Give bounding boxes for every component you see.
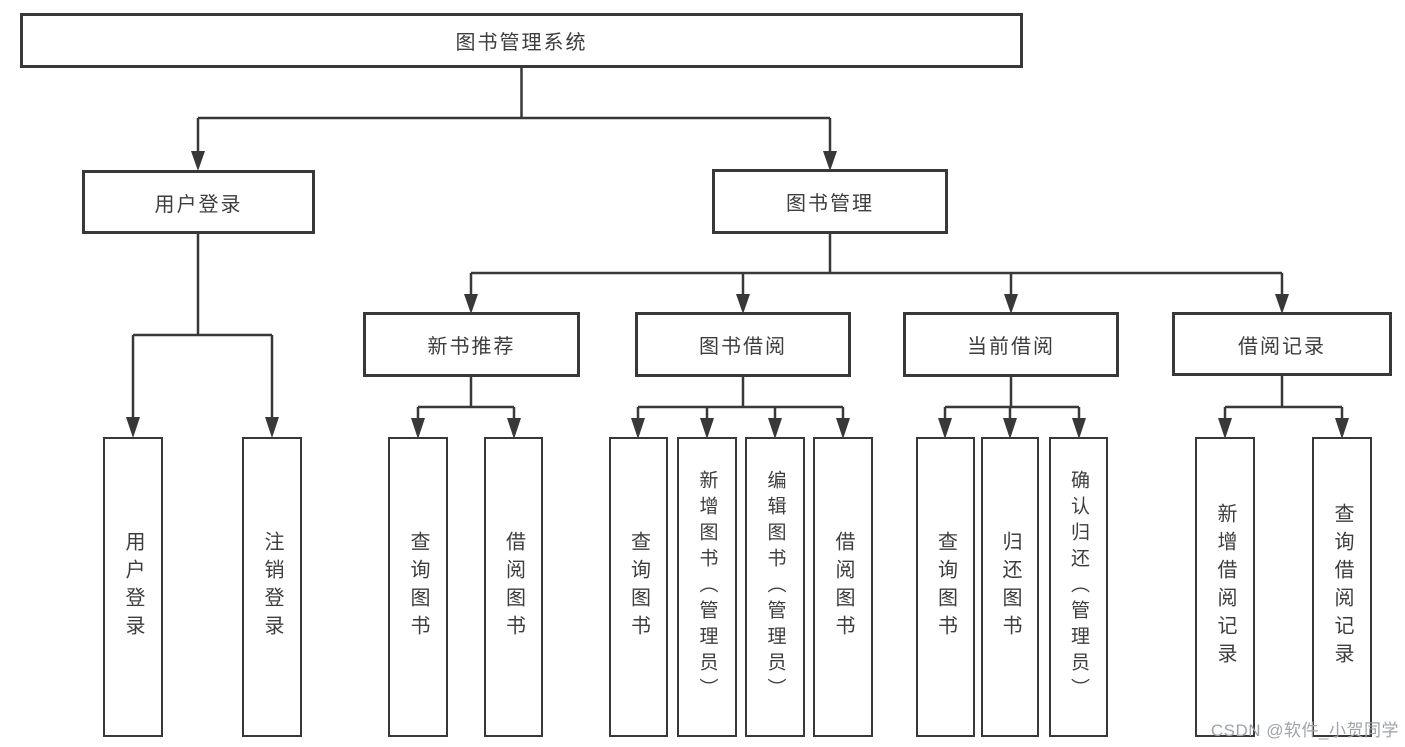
node-label: 用户登录	[154, 193, 243, 216]
node-label: 图书管理系统	[455, 32, 588, 54]
leaf-query-borrow-record: 查询借阅记录	[1312, 437, 1372, 737]
node-user-login: 用户登录	[82, 170, 315, 234]
node-label: 当前借阅	[967, 336, 1055, 358]
leaf-borrow-book: 借阅图书	[484, 437, 543, 737]
node-current-borrowing: 当前借阅	[903, 312, 1119, 377]
leaf-query-book: 查询图书	[609, 437, 668, 737]
leaf-user-login: 用户登录	[103, 437, 163, 737]
node-book-borrowing: 图书借阅	[635, 312, 851, 377]
leaf-label: 新增图书（管理员）	[696, 470, 718, 704]
node-label: 借阅记录	[1238, 335, 1326, 358]
leaf-logout: 注销登录	[242, 437, 302, 737]
leaf-label: 确认归还（管理员）	[1068, 470, 1089, 704]
leaf-label: 查询图书	[407, 531, 429, 643]
leaf-return-book: 归还图书	[981, 437, 1039, 737]
leaf-label: 归还图书	[999, 531, 1021, 643]
leaf-query-book: 查询图书	[916, 437, 975, 737]
leaf-label: 注销登录	[261, 531, 283, 643]
leaf-label: 编辑图书（管理员）	[764, 470, 786, 704]
leaf-label: 查询借阅记录	[1331, 503, 1353, 671]
leaf-borrow-book: 借阅图书	[813, 437, 873, 737]
node-label: 图书借阅	[699, 336, 787, 358]
leaf-label: 查询图书	[627, 531, 650, 643]
leaf-label: 借阅图书	[832, 531, 854, 643]
leaf-add-borrow-record: 新增借阅记录	[1195, 437, 1255, 737]
leaf-add-book-admin: 新增图书（管理员）	[677, 437, 737, 737]
node-book-management: 图书管理	[712, 169, 948, 234]
node-new-book-recommend: 新书推荐	[363, 312, 580, 377]
leaf-edit-book-admin: 编辑图书（管理员）	[745, 437, 805, 737]
node-label: 图书管理	[786, 193, 874, 215]
leaf-confirm-return-admin: 确认归还（管理员）	[1049, 437, 1108, 737]
leaf-label: 查询图书	[934, 531, 957, 643]
node-root-system: 图书管理系统	[20, 13, 1023, 68]
node-borrow-records: 借阅记录	[1172, 312, 1392, 376]
leaf-label: 用户登录	[122, 531, 144, 643]
leaf-label: 借阅图书	[502, 531, 525, 643]
node-label: 新书推荐	[427, 336, 516, 358]
csdn-watermark: CSDN @软件_小贺同学	[1210, 721, 1399, 740]
leaf-label: 新增借阅记录	[1214, 503, 1236, 671]
leaf-query-book: 查询图书	[388, 437, 448, 737]
